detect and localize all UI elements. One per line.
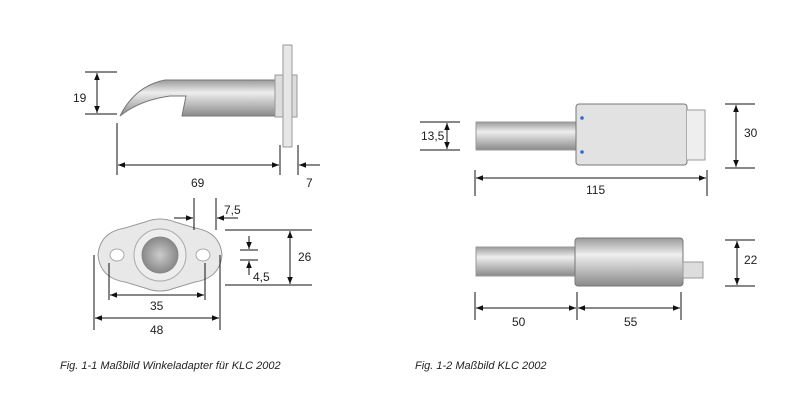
klc-connector-side-view bbox=[475, 237, 704, 287]
dim-35: 35 bbox=[150, 299, 164, 313]
angle-adapter-front-view bbox=[97, 218, 223, 292]
angle-adapter-side-view bbox=[119, 44, 298, 148]
dim-4-5: 4,5 bbox=[253, 270, 270, 284]
dim-69: 69 bbox=[191, 176, 205, 190]
dim-13-5: 13,5 bbox=[421, 129, 445, 143]
dim-7-5: 7,5 bbox=[224, 203, 241, 217]
dim-22: 22 bbox=[744, 253, 758, 267]
figure-2-caption: Fig. 1-2 Maßbild KLC 2002 bbox=[415, 360, 547, 372]
dim-55: 55 bbox=[624, 315, 638, 329]
dim-115: 115 bbox=[586, 183, 605, 197]
dim-7: 7 bbox=[306, 176, 313, 190]
klc-connector-top-view bbox=[475, 103, 706, 166]
dim-48: 48 bbox=[150, 323, 164, 337]
dim-19: 19 bbox=[73, 91, 87, 105]
dim-50: 50 bbox=[512, 315, 526, 329]
figure-1-caption: Fig. 1-1 Maßbild Winkeladapter für KLC 2… bbox=[60, 360, 281, 372]
dim-30: 30 bbox=[744, 126, 758, 140]
dim-26: 26 bbox=[298, 250, 312, 264]
